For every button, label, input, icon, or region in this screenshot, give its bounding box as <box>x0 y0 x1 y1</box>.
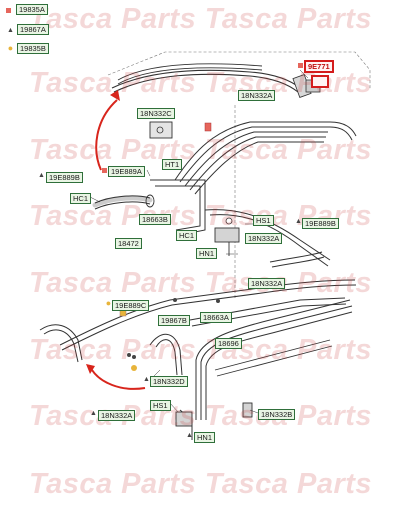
triangle-marker-icon: ▲ <box>143 376 150 383</box>
part-label-18n332c: 18N332C <box>137 108 175 119</box>
part-label-18472: 18472 <box>115 238 142 249</box>
part-label-19e889b: 19E889B <box>46 172 83 183</box>
part-label-hc1: HC1 <box>176 230 198 241</box>
legend-item-dot: ●19835B <box>6 43 49 54</box>
part-label-hn1: HN1 <box>196 248 218 259</box>
part-label-18n332a: 18N332A <box>248 278 286 289</box>
part-label-hs1: HS1 <box>150 400 171 411</box>
legend-item-square: 19835A <box>6 4 48 15</box>
part-label-18663a: 18663A <box>200 312 232 323</box>
part-label-19867b: 19867B <box>158 315 190 326</box>
part-marker-9e771-box <box>311 75 329 88</box>
part-label-19e889a: 19E889A <box>108 166 145 177</box>
part-label-18n332a: 18N332A <box>238 90 276 101</box>
legend-label: 19867A <box>17 24 49 35</box>
triangle-marker-icon: ▲ <box>90 410 97 417</box>
part-label-hn1: HN1 <box>194 432 216 443</box>
square-marker-icon <box>102 168 107 173</box>
legend-label: 19835A <box>16 4 48 15</box>
dot-marker-icon: ● <box>7 43 14 53</box>
part-label-19e889c: 19E889C <box>112 300 150 311</box>
triangle-marker-icon: ▲ <box>295 218 302 225</box>
part-label-18n332b: 18N332B <box>258 409 296 420</box>
triangle-marker-icon: ▲ <box>186 432 193 439</box>
square-marker-icon <box>298 63 303 68</box>
legend-label: 19835B <box>17 43 49 54</box>
part-label-19e889b: 19E889B <box>302 218 339 229</box>
part-label-18n332d: 18N332D <box>150 376 188 387</box>
part-label-hs1: HS1 <box>253 215 274 226</box>
part-label-18n332a: 18N332A <box>245 233 283 244</box>
part-label-ht1: HT1 <box>162 159 183 170</box>
square-marker-icon <box>6 7 11 13</box>
part-label-hc1: HC1 <box>70 193 92 204</box>
part-label-18663b: 18663B <box>139 214 171 225</box>
triangle-marker-icon: ▲ <box>7 27 14 34</box>
part-label-9e771: 9E771 <box>304 60 334 73</box>
part-label-18696: 18696 <box>215 338 242 349</box>
dot-marker-icon: ● <box>105 298 112 308</box>
part-label-18n332a: 18N332A <box>98 410 136 421</box>
legend-item-triangle: ▲19867A <box>6 24 49 35</box>
triangle-marker-icon: ▲ <box>38 172 45 179</box>
